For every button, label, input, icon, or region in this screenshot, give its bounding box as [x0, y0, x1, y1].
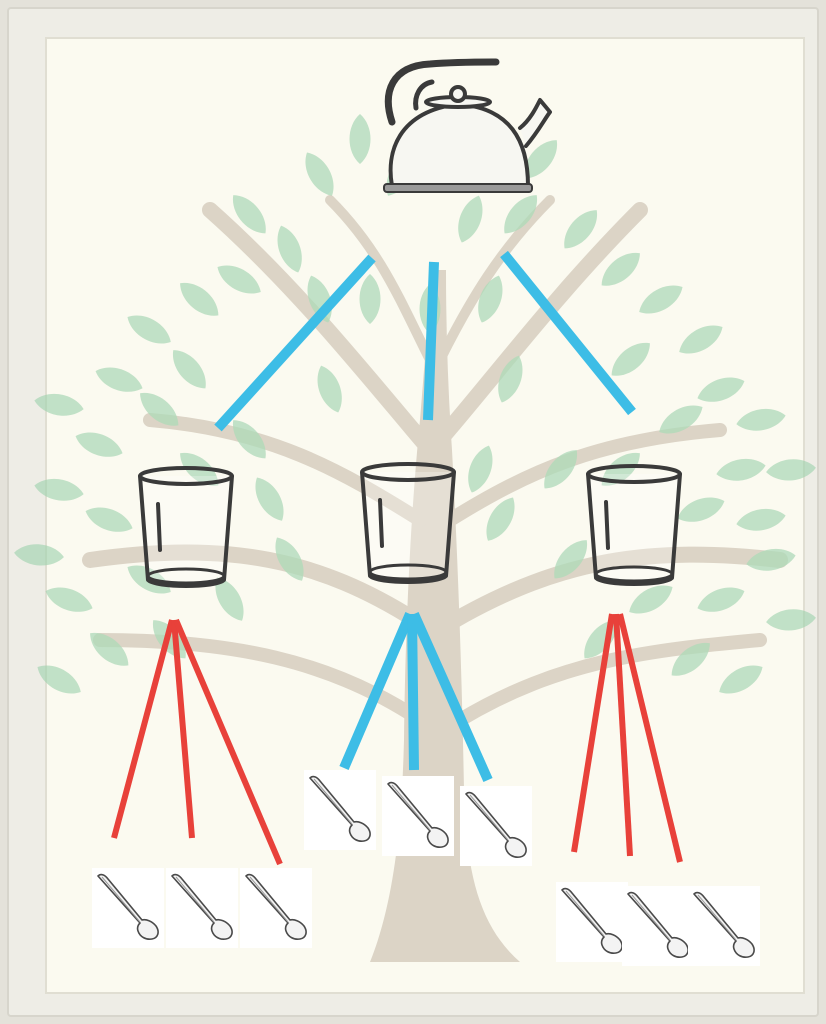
spoon-icon	[304, 770, 376, 850]
connector-glass2-spoon-2	[412, 614, 414, 770]
glass-icon	[362, 464, 454, 582]
connector-kettle-glass-2	[428, 262, 434, 420]
spoon-icon	[382, 776, 454, 856]
spoon-icon	[460, 786, 532, 866]
spoon-icon	[240, 868, 312, 948]
spoon-icon	[688, 886, 760, 966]
spoon-icon	[92, 868, 164, 948]
spoon-icon	[166, 868, 238, 948]
spoon-icon	[556, 882, 628, 962]
glass-icon	[588, 466, 680, 584]
glass-icon	[140, 468, 232, 586]
spoon-icon	[622, 886, 694, 966]
glasses	[140, 464, 680, 586]
